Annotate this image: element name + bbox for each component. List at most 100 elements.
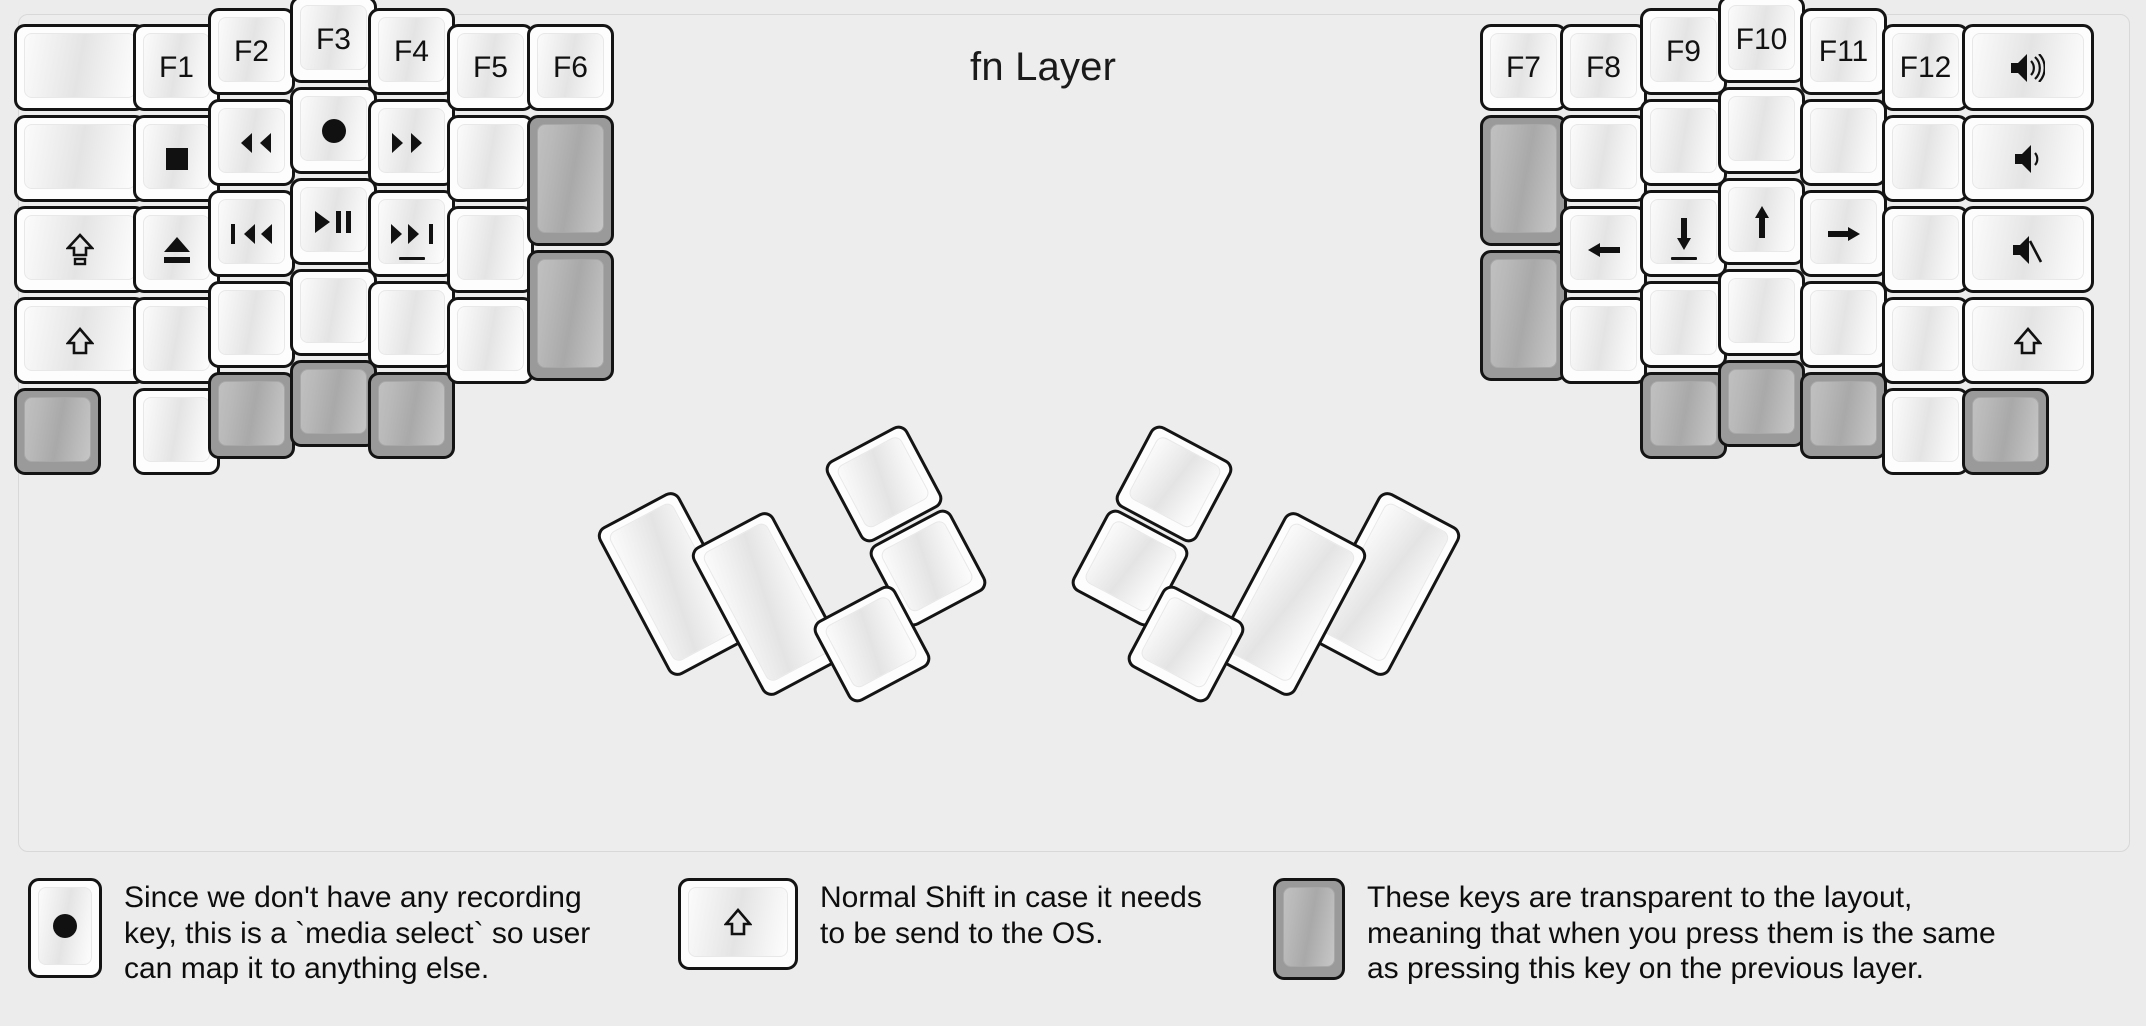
col-f10-3[interactable]	[1718, 269, 1805, 356]
record-key[interactable]	[290, 87, 377, 174]
key-f9[interactable]: F9	[1640, 8, 1727, 95]
col-f5-2[interactable]	[447, 206, 534, 293]
keycap-surface	[24, 33, 136, 98]
col-f1-4[interactable]	[133, 388, 220, 475]
key-f10[interactable]: F10	[1718, 0, 1805, 83]
volume-down-key[interactable]	[1962, 115, 2094, 202]
play-pause-key[interactable]	[290, 178, 377, 265]
keycap-surface	[1810, 17, 1877, 82]
keycap-surface	[1892, 33, 1959, 98]
caps-lock-key[interactable]	[14, 206, 146, 293]
key-f2[interactable]: F2	[208, 8, 295, 95]
col-f2-3[interactable]	[208, 281, 295, 368]
next-track-icon	[390, 223, 433, 244]
keycap-surface	[218, 17, 285, 82]
shift-icon	[66, 326, 94, 355]
key-f3[interactable]: F3	[290, 0, 377, 83]
keycap-surface	[1490, 33, 1557, 98]
keycap-surface	[688, 887, 788, 957]
keycap-surface	[38, 887, 92, 965]
key-f5[interactable]: F5	[447, 24, 534, 111]
col-outer-left-4-transparent[interactable]	[14, 388, 101, 475]
col-f9-3[interactable]	[1640, 281, 1727, 368]
col-f6-1-transparent[interactable]	[527, 115, 614, 246]
arrow-right-key[interactable]	[1800, 190, 1887, 277]
keycap-surface	[457, 306, 524, 371]
legend: Since we don't have any recording key, t…	[18, 878, 2128, 1014]
legend-text-3: These keys are transparent to the layout…	[1367, 881, 1996, 986]
col-f12-1[interactable]	[1882, 115, 1969, 202]
stop-icon	[165, 147, 189, 171]
col-f12-4[interactable]	[1882, 388, 1969, 475]
rewind-key[interactable]	[208, 99, 295, 186]
col-f11-1[interactable]	[1800, 99, 1887, 186]
key-label: F5	[472, 50, 508, 84]
keycap-surface	[218, 381, 285, 446]
keycap-surface	[378, 290, 445, 355]
col-f5-3[interactable]	[447, 297, 534, 384]
keycap-surface	[300, 278, 367, 343]
keycap-surface	[1892, 306, 1959, 371]
keycap-surface	[1570, 124, 1637, 189]
arrow-down-icon	[1673, 216, 1695, 252]
keycap-surface	[1570, 33, 1637, 98]
volume-mute-key[interactable]	[1962, 206, 2094, 293]
col-f9-1[interactable]	[1640, 99, 1727, 186]
key-f6[interactable]: F6	[527, 24, 614, 111]
keycap-surface	[1650, 290, 1717, 355]
col-f11-3[interactable]	[1800, 281, 1887, 368]
col-f10-4-transparent[interactable]	[1718, 360, 1805, 447]
col-f3-3[interactable]	[290, 269, 377, 356]
arrow-left-key[interactable]	[1560, 206, 1647, 293]
col-outer-right-4-transparent[interactable]	[1962, 388, 2049, 475]
keycap-surface	[1972, 306, 2084, 371]
volume-up-icon	[2011, 53, 2045, 82]
col-f8-3[interactable]	[1560, 297, 1647, 384]
col-f12-2[interactable]	[1882, 206, 1969, 293]
col-f3-4-transparent[interactable]	[290, 360, 377, 447]
stop-key[interactable]	[133, 115, 220, 202]
col-f10-1[interactable]	[1718, 87, 1805, 174]
keycap-surface	[1650, 17, 1717, 82]
col-f12-3[interactable]	[1882, 297, 1969, 384]
arrow-right-icon	[1826, 223, 1862, 245]
rewind-icon	[232, 132, 272, 153]
keycap-surface	[537, 124, 604, 233]
eject-key[interactable]	[133, 206, 220, 293]
fast-forward-key[interactable]	[368, 99, 455, 186]
col-outer-left-0[interactable]	[14, 24, 146, 111]
key-f7[interactable]: F7	[1480, 24, 1567, 111]
shift-key[interactable]	[1962, 297, 2094, 384]
col-f8-1[interactable]	[1560, 115, 1647, 202]
previous-track-key[interactable]	[208, 190, 295, 277]
key-f1[interactable]: F1	[133, 24, 220, 111]
key-f4[interactable]: F4	[368, 8, 455, 95]
col-f7-2-transparent[interactable]	[1480, 250, 1567, 381]
col-f11-4-transparent[interactable]	[1800, 372, 1887, 459]
col-f5-1[interactable]	[447, 115, 534, 202]
key-f11[interactable]: F11	[1800, 8, 1887, 95]
arrow-left-icon	[1586, 239, 1622, 261]
volume-up-key[interactable]	[1962, 24, 2094, 111]
key-f12[interactable]: F12	[1882, 24, 1969, 111]
shift-key[interactable]	[14, 297, 146, 384]
shift-icon	[724, 908, 752, 936]
col-f4-3[interactable]	[368, 281, 455, 368]
legend-text-1: Since we don't have any recording key, t…	[124, 881, 591, 986]
arrow-down-key[interactable]	[1640, 190, 1727, 277]
col-f6-2-transparent[interactable]	[527, 250, 614, 381]
col-f4-4-transparent[interactable]	[368, 372, 455, 459]
col-f1-3[interactable]	[133, 297, 220, 384]
volume-down-icon	[2015, 144, 2041, 173]
col-f2-4-transparent[interactable]	[208, 372, 295, 459]
key-label: F7	[1505, 50, 1541, 84]
keycap-surface	[24, 397, 91, 462]
col-f7-1-transparent[interactable]	[1480, 115, 1567, 246]
keycap-surface	[24, 215, 136, 280]
arrow-up-key[interactable]	[1718, 178, 1805, 265]
col-outer-left-1[interactable]	[14, 115, 146, 202]
col-f9-4-transparent[interactable]	[1640, 372, 1727, 459]
keycap-surface	[378, 17, 445, 82]
key-f8[interactable]: F8	[1560, 24, 1647, 111]
next-track-key[interactable]	[368, 190, 455, 277]
